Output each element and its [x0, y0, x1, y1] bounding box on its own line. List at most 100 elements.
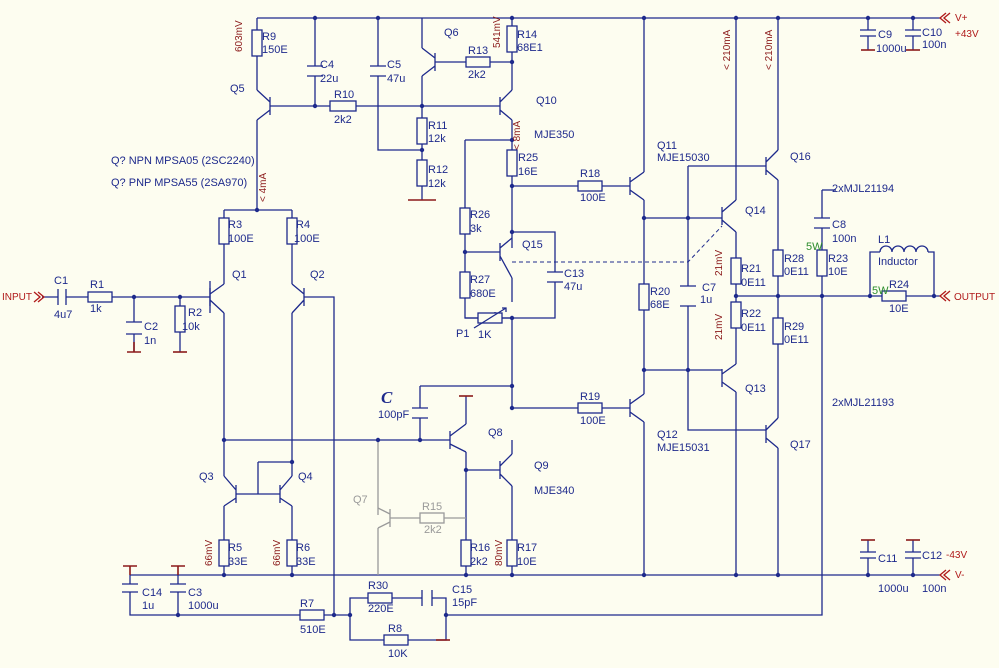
label-R30-value: 220E — [368, 603, 394, 615]
resistor-R4 — [286, 217, 298, 245]
part-Q9: MJE340 — [534, 485, 574, 497]
label-R24-name: R24 — [889, 279, 909, 291]
label-R7-name: R7 — [300, 598, 314, 610]
capacitor-C3 — [170, 583, 186, 593]
label-R29-value: 0E11 — [784, 334, 809, 346]
label-P1-name: P1 — [456, 328, 469, 340]
label-Q14: Q14 — [745, 205, 766, 217]
label-Q15: Q15 — [522, 239, 543, 251]
label-R4-name: R4 — [296, 219, 310, 231]
ann-q5-current: < 4mA — [258, 172, 269, 202]
ann-q14-current: < 210mA — [722, 29, 733, 70]
label-C10-name: C10 — [922, 27, 942, 39]
label-R16-value: 2k2 — [470, 556, 488, 568]
ground-symbols — [123, 49, 920, 641]
resistors — [87, 25, 907, 646]
resistor-R17 — [506, 539, 518, 567]
label-R7-value: 510E — [300, 624, 326, 636]
transistor-Q8 — [449, 423, 467, 453]
label-Q10: Q10 — [536, 95, 557, 107]
resistor-R14 — [506, 25, 518, 53]
label-R28-name: R28 — [784, 253, 804, 265]
resistor-R24 — [881, 290, 907, 302]
label-R22-value: 0E11 — [741, 322, 766, 334]
ann-r9-voltage: 603mV — [234, 20, 245, 52]
label-R17-value: 10E — [517, 556, 537, 568]
port-input: INPUT — [2, 292, 32, 303]
label-R9-name: R9 — [262, 31, 276, 43]
label-C9-value: 1000u — [876, 43, 907, 55]
label-C9-name: C9 — [878, 29, 892, 41]
transistor-Q3 — [223, 475, 237, 507]
label-Q4: Q4 — [298, 471, 313, 483]
label-R1-name: R1 — [90, 279, 104, 291]
transistor-Q1 — [209, 283, 225, 314]
label-C1-name: C1 — [54, 275, 68, 287]
resistor-R19 — [577, 402, 603, 414]
label-R5-name: R5 — [228, 542, 242, 554]
label-R13-name: R13 — [468, 45, 488, 57]
label-R20-value: 68E — [650, 299, 670, 311]
label-R9-value: 150E — [262, 44, 288, 56]
label-R29-name: R29 — [784, 321, 804, 333]
ann-r24-power: 5W — [872, 285, 889, 297]
resistor-R7 — [299, 609, 325, 621]
label-L1-value: Inductor — [878, 256, 918, 268]
label-C15-value: 15pF — [452, 597, 477, 609]
capacitor-C14 — [122, 583, 138, 593]
transistors — [209, 28, 779, 529]
port-vpos: V+ — [955, 13, 968, 24]
transistor-Q16 — [765, 149, 779, 181]
label-Q13: Q13 — [745, 383, 766, 395]
label-R6-value: 33E — [296, 556, 316, 568]
resistor-R8 — [383, 634, 409, 646]
transistor-Q13 — [721, 363, 737, 393]
junctions — [131, 15, 937, 618]
resistor-R16 — [460, 539, 472, 567]
label-R12-name: R12 — [428, 164, 448, 176]
label-R11-value: 12k — [428, 133, 446, 145]
label-C3-name: C3 — [188, 587, 202, 599]
note-pnp: Q? PNP MPSA55 (2SA970) — [111, 177, 247, 189]
resistor-R2 — [174, 305, 186, 333]
ann-r14-voltage: 541mV — [492, 16, 503, 48]
label-C5-value: 47u — [387, 73, 405, 85]
label-R10-value: 2k2 — [334, 114, 352, 126]
ann-q16-current: < 210mA — [764, 29, 775, 70]
label-C13-name: C13 — [564, 268, 584, 280]
capacitor-C1 — [57, 289, 67, 305]
resistor-R30 — [367, 592, 393, 604]
capacitor-C9 — [860, 29, 876, 37]
label-C2-name: C2 — [144, 321, 158, 333]
label-R23-name: R23 — [828, 253, 848, 265]
label-R17-name: R17 — [517, 542, 537, 554]
transistor-Q2 — [291, 283, 305, 314]
transistor-Q12 — [629, 393, 645, 423]
label-R30-name: R30 — [368, 580, 388, 592]
capacitor-C8 — [814, 217, 830, 229]
resistor-R18 — [577, 180, 603, 192]
label-C12-value: 100n — [922, 583, 946, 595]
ann-r21-voltage: 21mV — [714, 250, 725, 276]
label-Q3: Q3 — [199, 471, 214, 483]
note-out-npn: 2xMJL21194 — [832, 183, 894, 195]
resistor-R1 — [87, 291, 113, 303]
label-Q11: Q11 — [657, 140, 677, 152]
label-R14-value: 68E1 — [517, 42, 543, 54]
transistor-Q4 — [279, 475, 293, 507]
label-R21-value: 0E11 — [741, 277, 766, 289]
transistor-Q7 — [377, 507, 391, 529]
label-R1-value: 1k — [90, 303, 102, 315]
label-R22-name: R22 — [741, 308, 761, 320]
label-C14-value: 1u — [142, 600, 154, 612]
label-R15-name: R15 — [422, 501, 442, 513]
label-C5-name: C5 — [387, 59, 401, 71]
label-Q6: Q6 — [444, 27, 459, 39]
capacitor-C11 — [860, 551, 876, 559]
label-R26-value: 3k — [470, 223, 482, 235]
label-R25-value: 16E — [518, 166, 538, 178]
label-Q1: Q1 — [232, 269, 247, 281]
resistor-R25 — [506, 149, 518, 177]
resistor-R11 — [416, 117, 428, 145]
